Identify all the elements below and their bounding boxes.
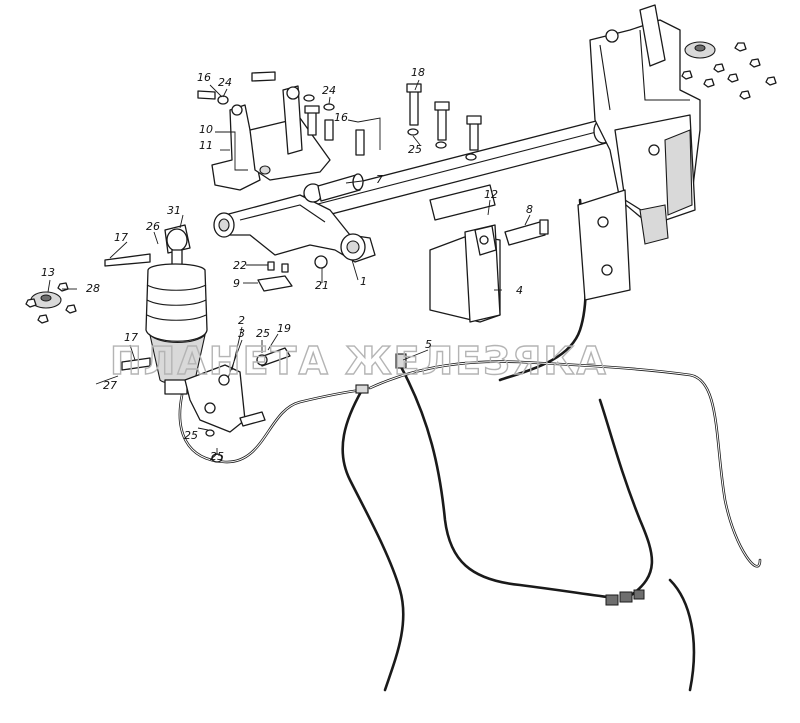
- callout-10: 10: [199, 123, 213, 136]
- callout-9: 9: [233, 277, 240, 290]
- air-hoses: [178, 198, 762, 692]
- callout-25c: 25: [184, 429, 198, 442]
- small-hardware: [257, 255, 328, 292]
- callout-24b: 24: [322, 84, 336, 97]
- callout-7: 7: [376, 173, 383, 186]
- callout-16a: 16: [197, 71, 211, 84]
- callout-labels: 16 24 18 24 16 10 11 25 7 12 8 31 26 17 …: [41, 66, 533, 463]
- callout-1: 1: [360, 275, 367, 288]
- valves-couplings: [355, 353, 645, 606]
- callout-28: 28: [86, 282, 100, 295]
- callout-17b: 17: [124, 331, 138, 344]
- upper-mount-kit: [681, 41, 777, 100]
- callout-24a: 24: [218, 76, 232, 89]
- callout-25a: 25: [408, 143, 422, 156]
- callout-21: 21: [315, 279, 329, 292]
- callout-17a: 17: [114, 231, 128, 244]
- callout-27: 27: [103, 379, 117, 392]
- callout-11: 11: [199, 139, 213, 152]
- callout-22: 22: [233, 259, 247, 272]
- callout-8: 8: [526, 203, 533, 216]
- callout-19: 19: [277, 322, 291, 335]
- upper-bolts: [197, 71, 482, 161]
- leader-lines: [47, 79, 531, 455]
- callout-18: 18: [411, 66, 425, 79]
- callout-26: 26: [146, 220, 160, 233]
- right-frame-bracket: [577, 4, 701, 301]
- watermark-text: ПЛАНЕТА ЖЕЛЕЗЯКА: [110, 339, 608, 383]
- callout-3: 3: [238, 327, 245, 340]
- lower-bracket: [121, 347, 291, 463]
- bushing-pin: [303, 173, 364, 203]
- shock-bracket: [429, 184, 549, 323]
- callout-12: 12: [484, 188, 498, 201]
- callout-4: 4: [516, 284, 523, 297]
- callout-13: 13: [41, 266, 55, 279]
- callout-25b: 25: [256, 327, 270, 340]
- trailing-arm: [213, 194, 376, 263]
- upper-bracket: [211, 85, 331, 191]
- callout-31: 31: [167, 204, 181, 217]
- callout-25d: 25: [210, 450, 224, 463]
- callout-5: 5: [425, 338, 432, 351]
- callout-2: 2: [238, 314, 245, 327]
- air-spring: [25, 224, 208, 395]
- callout-16b: 16: [334, 111, 348, 124]
